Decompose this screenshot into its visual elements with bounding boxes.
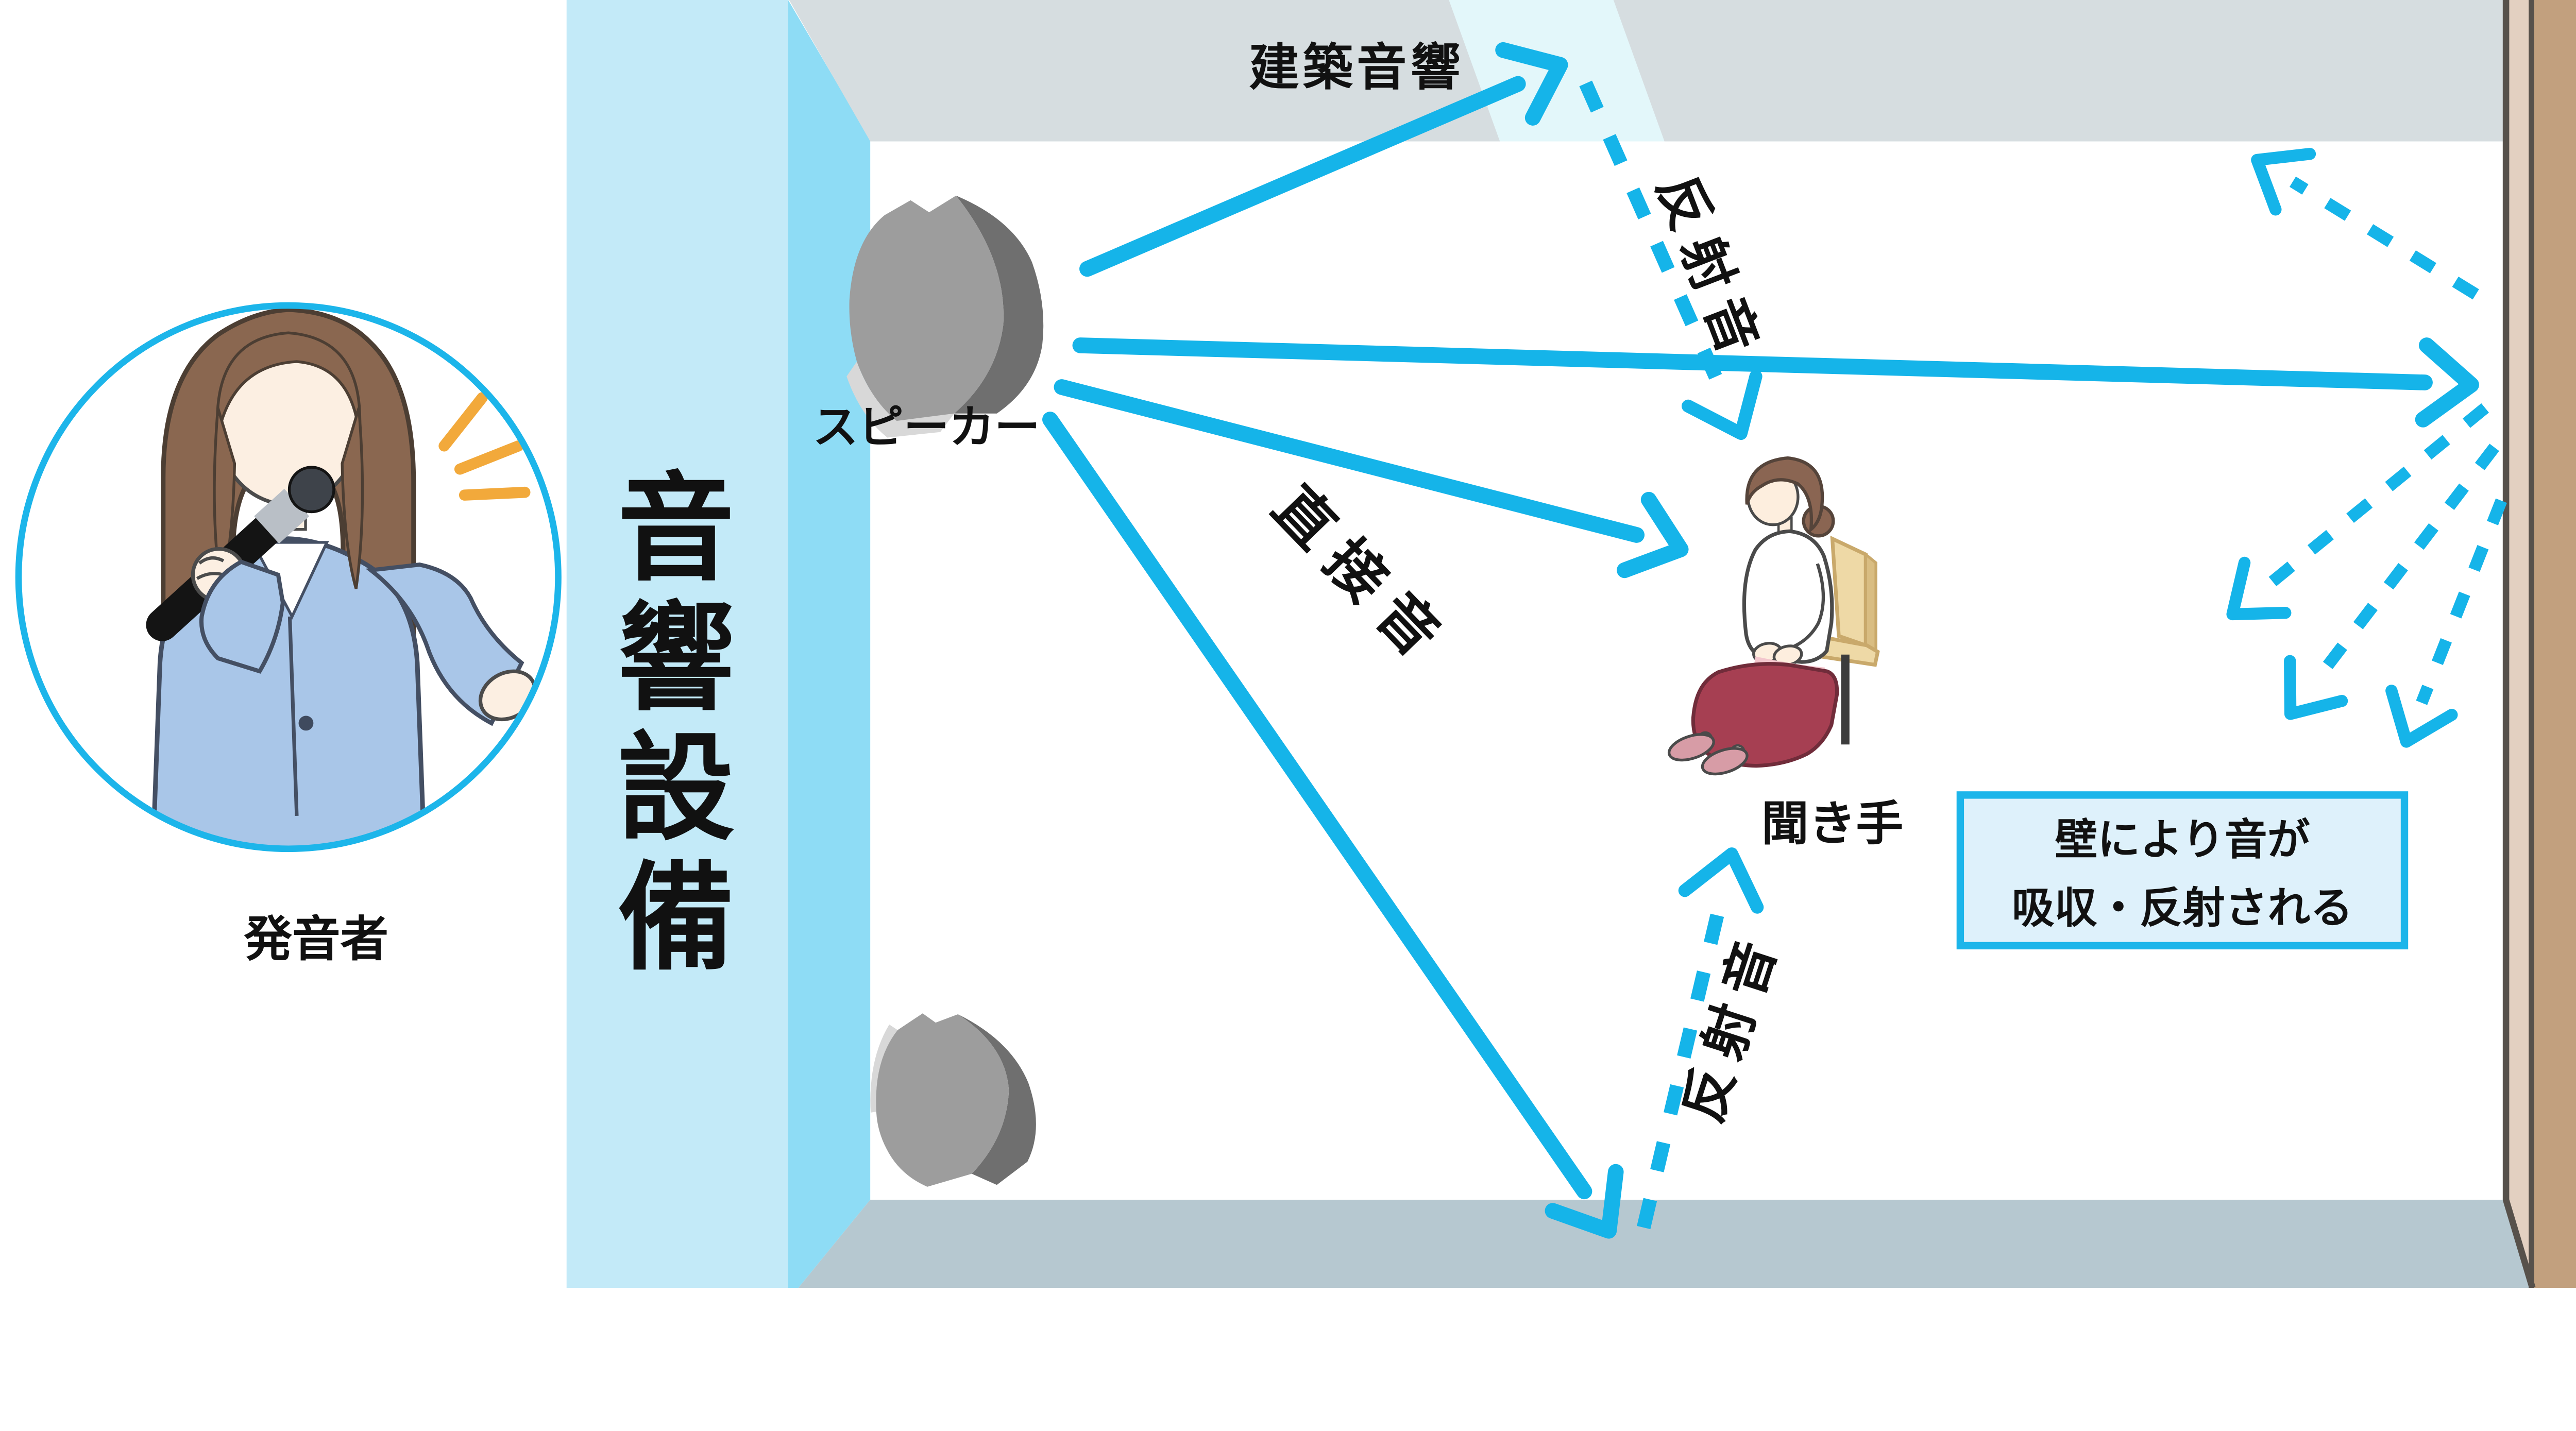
blazer-seam	[287, 616, 299, 816]
stage-sign-char: 設	[618, 721, 735, 857]
arrowhead	[1682, 370, 1762, 440]
sound-burst-icon	[438, 392, 531, 501]
stage-sign-char: 響	[618, 591, 735, 727]
right-wall-inner-line	[2502, 0, 2536, 1288]
arrow-to-floor	[1042, 412, 1624, 1239]
arrow-wall-reflection-up	[2251, 148, 2479, 300]
stage-column	[566, 0, 788, 1288]
arrowhead	[1495, 42, 1568, 126]
speaker-top-icon	[846, 195, 1044, 438]
vocalist-figure	[15, 302, 562, 853]
blazer-button	[298, 716, 314, 731]
arrowhead	[2251, 148, 2316, 216]
left-sleeve	[199, 559, 285, 674]
arrowhead	[2226, 556, 2292, 621]
arrowhead	[1678, 847, 1764, 914]
sound-arrows	[1042, 42, 2507, 1239]
label-vocalist: 発音者	[244, 912, 388, 968]
shoe	[1667, 733, 1715, 762]
note-line-2: 吸収・反射される	[2012, 883, 2353, 933]
arrowhead	[2284, 655, 2348, 720]
arrow-wall-reflection-steep	[2385, 498, 2507, 748]
note-box-bg	[1956, 791, 2409, 950]
arrowhead	[1545, 1164, 1624, 1239]
hair	[1745, 456, 1824, 533]
arrowhead	[1617, 491, 1689, 578]
listener-figure	[1667, 456, 1880, 776]
right-wall-inner-panel	[2506, 0, 2532, 1288]
arrow-to-right-wall	[1072, 337, 2479, 428]
acoustics-diagram: 壁により音が 吸収・反射される 建築音響 スピーカー 聞き手 発音者 直接音 反…	[15, 0, 2576, 1288]
arrow-wall-reflection-mid	[2284, 444, 2499, 720]
chair	[1783, 535, 1880, 755]
speaker-bottom-icon	[870, 1013, 1036, 1187]
stage-column-edge	[788, 0, 871, 1288]
arrowhead	[2385, 685, 2458, 748]
arrow-direct-sound	[1054, 379, 1689, 578]
note-line-1: 壁により音が	[2055, 815, 2310, 865]
label-listener: 聞き手	[1761, 796, 1903, 851]
label-architectural-acoustics: 建築音響	[1249, 39, 1464, 97]
arrowhead	[2415, 337, 2479, 428]
hair-lock-right	[341, 407, 364, 589]
label-speaker: スピーカー	[813, 400, 1040, 453]
wall-note-box: 壁により音が 吸収・反射される	[1956, 791, 2409, 950]
sweater	[1742, 529, 1834, 664]
arrow-to-ceiling	[1079, 42, 1568, 277]
stage-sign-char: 備	[618, 850, 735, 986]
stage-sign-char: 音	[618, 461, 735, 597]
diagram-canvas: 壁により音が 吸収・反射される 建築音響 スピーカー 聞き手 発音者 直接音 反…	[15, 0, 2576, 1288]
ceiling	[789, 0, 2506, 142]
skirt	[1691, 662, 1839, 768]
stage-sign: 音 響 設 備	[618, 461, 735, 986]
floor	[798, 1200, 2533, 1288]
right-wall-outer-panel	[2531, 0, 2576, 1288]
vocalist-circle-border	[15, 302, 562, 853]
arrow-wall-reflection-shallow	[2226, 403, 2489, 621]
arrow-floor-reflection	[1637, 847, 1764, 1230]
arrow-ceiling-reflection	[1579, 80, 1762, 440]
shoe	[1701, 747, 1749, 776]
right-sleeve	[365, 563, 524, 726]
